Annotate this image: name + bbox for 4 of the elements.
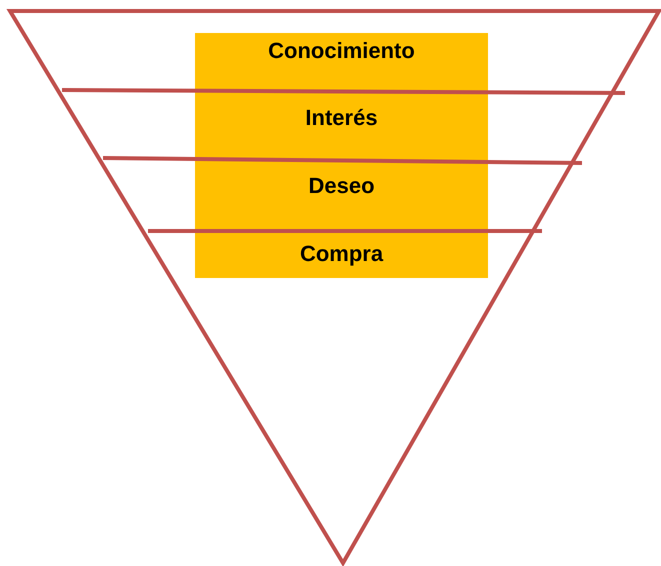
funnel-stage-label: Deseo (195, 172, 488, 200)
funnel-stage-label: Interés (195, 104, 488, 132)
funnel-stage-label: Conocimiento (195, 37, 488, 65)
funnel-stage-label: Compra (195, 240, 488, 268)
